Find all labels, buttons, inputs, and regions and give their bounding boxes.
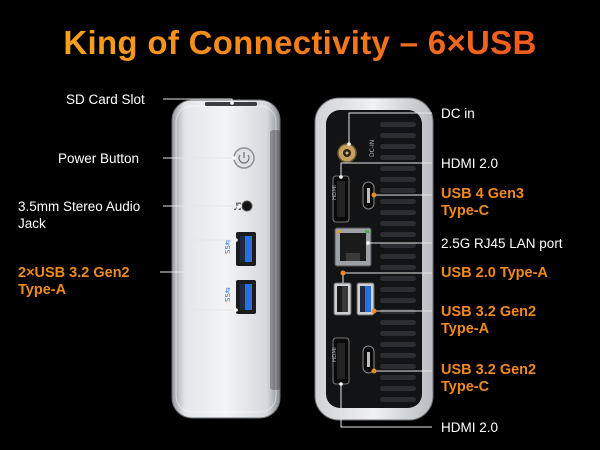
- svg-text:♬: ♬: [233, 202, 242, 213]
- label-audio-jack: 3.5mm Stereo Audio Jack: [18, 199, 141, 231]
- vent-slot: [380, 199, 416, 204]
- svg-text:SS⇆: SS⇆: [224, 239, 232, 254]
- label-usb-2-type-a: USB 2.0 Type-A: [441, 265, 548, 281]
- label-power-button: Power Button: [58, 151, 140, 166]
- leader-dots: [340, 192, 377, 374]
- power-button-icon: [233, 147, 255, 169]
- hdmi-port-top: HDMI: [332, 175, 350, 223]
- vent-slot: [380, 331, 416, 336]
- vent-slot: [380, 254, 416, 259]
- label-usb-3-2-type-a: USB 3.2 Gen2 Type-A: [441, 304, 537, 337]
- vent-slot: [380, 353, 416, 358]
- vent-slot: [380, 276, 416, 281]
- label-hdmi-bottom: HDMI 2.0: [441, 420, 499, 435]
- usb-3-2-type-a-port: [356, 282, 375, 316]
- vent-slot: [380, 298, 416, 303]
- vent-slot: [380, 166, 416, 171]
- vent-slot: [380, 397, 416, 402]
- front-usb-a-port-bottom: SS⇆: [224, 280, 256, 314]
- label-usb4-type-c: USB 4 Gen3 Type-C: [441, 186, 524, 219]
- device-back-view: DC-IN HDMI: [314, 97, 434, 421]
- vent-slot: [380, 122, 416, 127]
- svg-text:DC-IN: DC-IN: [369, 140, 376, 157]
- svg-text:HDMI: HDMI: [332, 347, 338, 362]
- vent-slot: [380, 342, 416, 347]
- rj45-lan-port: [334, 227, 372, 267]
- vent-slot: [380, 287, 416, 292]
- front-usb-a-port-top: SS⇆: [224, 232, 256, 266]
- vent-slot: [380, 265, 416, 270]
- vent-slot: [380, 375, 416, 380]
- vent-slot: [380, 188, 416, 193]
- usb-2-type-a-port: [333, 282, 352, 316]
- usb-3-2-type-c-port: [362, 345, 375, 374]
- svg-text:HDMI: HDMI: [332, 185, 338, 200]
- page-title: King of Connectivity – 6×USB: [63, 24, 537, 61]
- vent-slot: [380, 177, 416, 182]
- hdmi-port-bottom: HDMI: [332, 337, 350, 385]
- vent-slot: [380, 243, 416, 248]
- vent-slot: [380, 320, 416, 325]
- label-lan-port: 2.5G RJ45 LAN port: [441, 236, 563, 251]
- vent-slot: [380, 221, 416, 226]
- audio-jack-icon: ♬: [233, 200, 253, 213]
- vent-slot: [380, 386, 416, 391]
- vent-slot: [380, 232, 416, 237]
- vent-slot: [380, 364, 416, 369]
- label-usb-3-2-type-c: USB 3.2 Gen2 Type-C: [441, 362, 537, 395]
- vent-slot: [380, 155, 416, 160]
- label-dc-in: DC in: [441, 106, 475, 121]
- vent-slot: [380, 210, 416, 215]
- device-front-view: ♬ SS⇆ SS⇆: [171, 99, 281, 419]
- vent-slot: [380, 133, 416, 138]
- dc-in-port-icon: DC-IN: [337, 140, 376, 163]
- leader-dots-white: [230, 101, 370, 386]
- vent-slot: [380, 144, 416, 149]
- svg-text:SS⇆: SS⇆: [224, 287, 232, 302]
- label-hdmi-top: HDMI 2.0: [441, 156, 499, 171]
- label-front-usb-a: 2×USB 3.2 Gen2 Type-A: [18, 265, 130, 298]
- label-sd-card-slot: SD Card Slot: [66, 92, 145, 107]
